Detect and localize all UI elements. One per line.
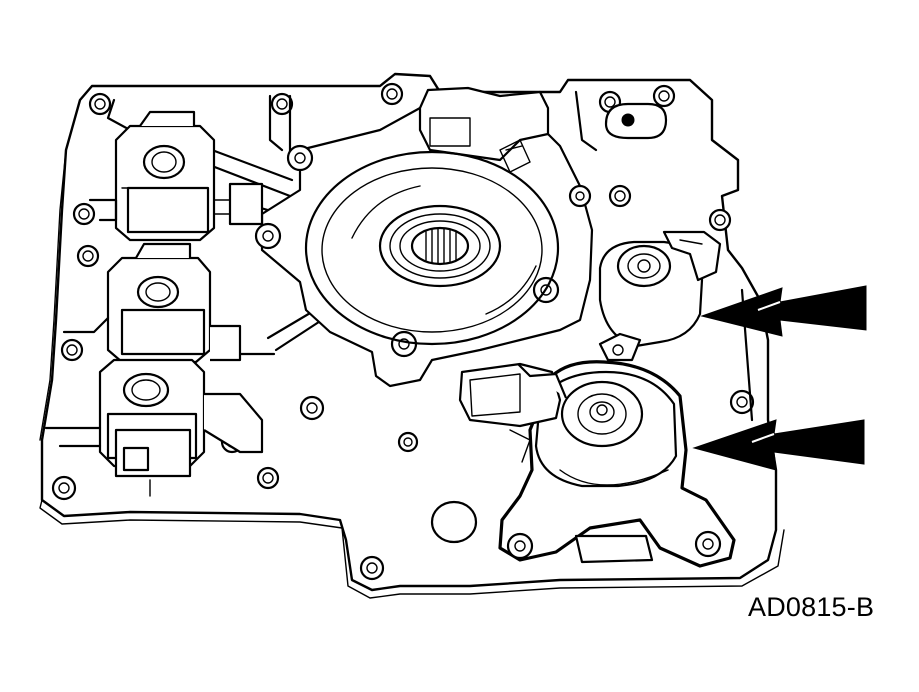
solenoid-lower (44, 358, 264, 497)
arrow-upper (700, 285, 867, 337)
solenoid-upper (88, 110, 264, 242)
bolt-hole (256, 466, 280, 490)
bolt-hole (729, 389, 755, 415)
bolt-hole (270, 92, 294, 116)
bolt-hole (397, 431, 419, 453)
bolt-hole (76, 244, 100, 268)
round-depression (430, 500, 478, 544)
bolt-hole (652, 84, 676, 108)
slot-pin (621, 113, 635, 127)
solenoid-middle (62, 242, 242, 364)
bolt-hole (72, 202, 96, 226)
bolt-hole (359, 555, 385, 581)
bolt-hole (51, 475, 77, 501)
bolt-hole (380, 82, 404, 106)
arrow-lower (692, 419, 865, 471)
plate-edge-depth (39, 149, 785, 599)
pump-cover-housing (254, 86, 594, 388)
bolt-hole (88, 92, 112, 116)
bolt-hole (60, 338, 84, 362)
oval-slot (604, 102, 668, 140)
pressure-solenoid-upper (598, 230, 722, 362)
hub-splines (425, 228, 457, 264)
bolt-hole (608, 184, 632, 208)
pressure-solenoid-lower (458, 360, 736, 568)
bolt-hole (299, 395, 325, 421)
bolt-holes (51, 82, 755, 581)
bolt-hole (708, 208, 732, 232)
figure-id-label: AD0815-B (748, 592, 875, 622)
